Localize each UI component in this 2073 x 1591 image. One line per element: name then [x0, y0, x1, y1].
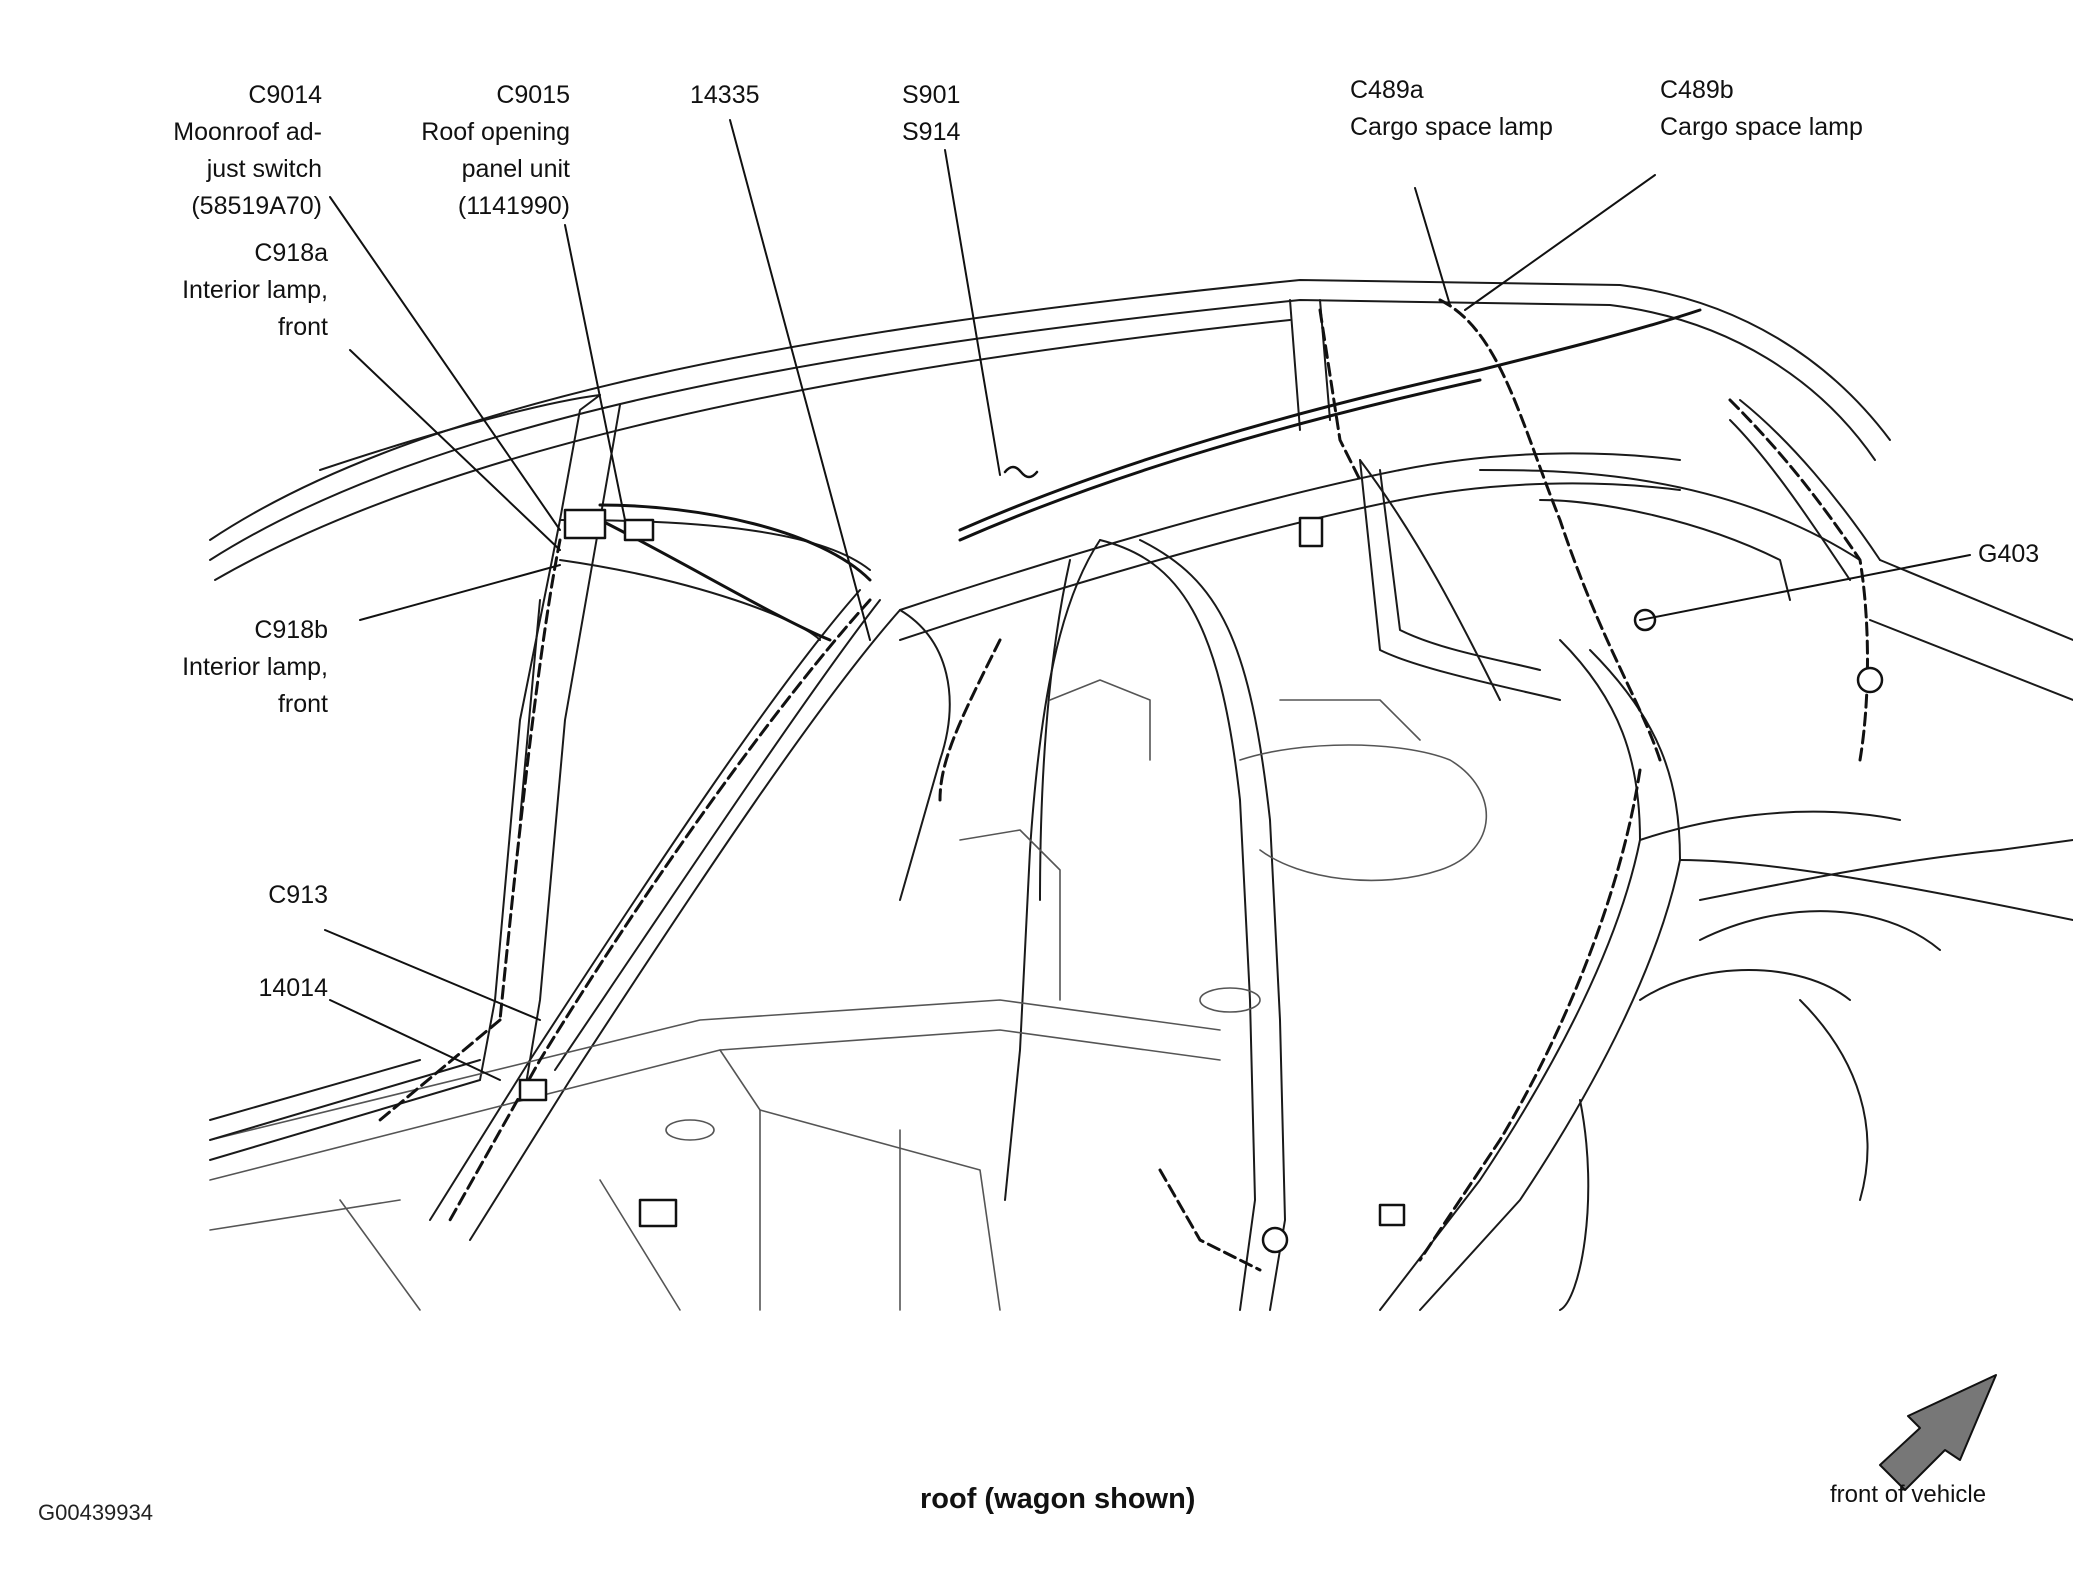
callout-desc: front [277, 690, 328, 718]
callout-desc: Interior lamp, [182, 276, 328, 304]
callout-desc: (1141990) [457, 192, 570, 220]
callout-code: C918b [254, 616, 328, 644]
b-pillar [1004, 539, 1286, 1311]
callout-code: 14014 [258, 974, 328, 1002]
callout-code: 14335 [690, 81, 760, 109]
callout-desc: panel unit [461, 155, 570, 183]
callout-c489b: C489b Cargo space lamp [1660, 72, 1863, 146]
callout-c918b: C918b Interior lamp, front [150, 612, 328, 723]
leader-c489a [1414, 187, 1451, 306]
callout-14014: 14014 [200, 970, 328, 1007]
callout-code: C9014 [248, 81, 322, 109]
callout-desc: (58519A70) [191, 192, 322, 220]
callout-code: C489a [1350, 76, 1424, 104]
leader-14335 [729, 119, 871, 641]
callout-c918a: C918a Interior lamp, front [150, 235, 328, 346]
callout-desc: Cargo space lamp [1660, 113, 1863, 141]
callout-code: S914 [902, 118, 961, 146]
a-pillar [479, 519, 601, 1091]
connectors [518, 465, 1884, 1254]
floor-pan [209, 679, 1488, 1311]
leader-lines [324, 119, 1971, 1081]
figure-caption: roof (wagon shown) [920, 1483, 1196, 1515]
callout-code: C489b [1660, 76, 1734, 104]
callout-code: C918a [254, 239, 328, 267]
wiring-harness [378, 298, 1869, 1272]
front-arrow [1879, 1374, 1997, 1491]
rear-quarter-panel [1559, 559, 2073, 1311]
callout-code: C9015 [496, 81, 570, 109]
leader-s901 [944, 149, 1001, 476]
c-pillar [1359, 459, 2073, 1311]
callout-c9014: C9014 Moonroof ad- just switch (58519A70… [150, 77, 322, 225]
leader-14014 [329, 999, 501, 1081]
callout-g403: G403 [1978, 536, 2039, 573]
callout-desc: just switch [206, 155, 322, 183]
leader-g403 [1639, 554, 1971, 621]
callout-desc: Interior lamp, [182, 653, 328, 681]
callout-code: C913 [268, 881, 328, 909]
figure-id: G00439934 [38, 1500, 153, 1525]
callout-c489a: C489a Cargo space lamp [1350, 72, 1553, 146]
callout-s901-s914: S901 S914 [902, 77, 960, 151]
leader-c489b [1464, 174, 1656, 311]
callout-desc: front [277, 313, 328, 341]
orientation-label: front of vehicle [1830, 1481, 1987, 1508]
front-door-frame [429, 589, 951, 1241]
callout-14335: 14335 [690, 77, 760, 114]
callout-code: S901 [902, 81, 961, 109]
callout-desc: Moonroof ad- [173, 118, 322, 146]
leader-c918a [349, 349, 561, 551]
callout-c9015: C9015 Roof opening panel unit (1141990) [380, 77, 570, 225]
leader-c9015 [564, 224, 626, 521]
leader-c9014 [329, 196, 561, 531]
roof-frame [209, 279, 1891, 701]
callout-desc: Roof opening [421, 118, 570, 146]
leader-c918b [359, 564, 561, 621]
callout-c913: C913 [200, 877, 328, 914]
roof-wire [598, 308, 1702, 642]
callout-code: G403 [1978, 540, 2040, 568]
callout-desc: Cargo space lamp [1350, 113, 1553, 141]
leader-c913 [324, 929, 541, 1021]
